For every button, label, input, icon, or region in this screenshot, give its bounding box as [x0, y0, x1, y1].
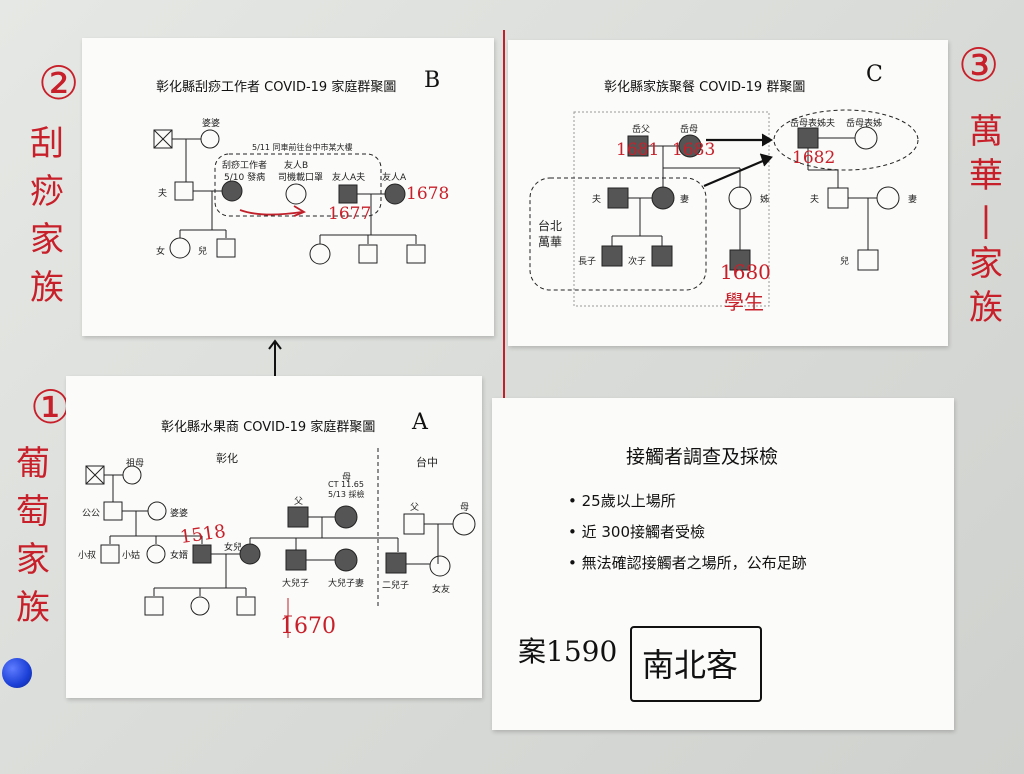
a-region-left: 彰化 [216, 452, 238, 465]
a-region-right: 台中 [416, 456, 438, 469]
c-label-sister: 姊 [760, 195, 770, 205]
a-label-son-in-law: 女婿 [170, 551, 189, 561]
c-label-cousin-husband: 岳母表姊夫 [790, 119, 836, 129]
c-label-cousin: 岳母表姊 [846, 119, 883, 129]
b-handwritten-1677: 1677 [328, 204, 372, 224]
b-handwritten-1678: 1678 [406, 184, 450, 204]
b-label-daughter: 女 [156, 247, 166, 257]
circled-number-3: ③ [958, 38, 1000, 92]
circled-number-1: ① [30, 380, 72, 434]
sheet-diagram-b: 彰化縣刮痧工作者 COVID-19 家庭群聚圖 B [82, 38, 494, 336]
b-label-husband: 夫 [158, 189, 168, 199]
a-label-second-son: 二兒子 [382, 581, 410, 591]
b-event-note: 5/11 同車前往台中市某大樓 [252, 143, 353, 152]
b-label-son: 兒 [198, 247, 208, 257]
sheet-diagram-c: 彰化縣家族聚餐 COVID-19 群聚圖 C [508, 40, 948, 346]
margin-text-left-bottom: 葡 萄 家 族 [16, 444, 50, 628]
a-label-daughter: 女兒 [224, 543, 243, 553]
margin-text-right: 萬 華 | 家 族 [969, 112, 1003, 328]
a-label-uncle: 小叔 [78, 551, 97, 561]
a-label-father-in-law: 公公 [82, 509, 101, 519]
a-label-father: 父 [294, 497, 304, 507]
up-arrow-icon [268, 339, 282, 376]
a-label-grandmother: 祖母 [126, 459, 145, 469]
b-label-worker-note: 5/10 發病 [224, 173, 266, 183]
b-label-friend-b: 友人B [284, 161, 309, 171]
b-label-worker: 刮痧工作者 [222, 161, 268, 171]
diagram-a-pedigree [85, 448, 476, 638]
b-label-friend-a: 友人A [382, 173, 407, 183]
c-label-r-husband: 夫 [810, 195, 820, 205]
circled-number-2: ② [38, 56, 80, 110]
margin-text-left-top: 刮 痧 家 族 [30, 124, 64, 308]
c-label-wife-mother: 岳母 [680, 125, 699, 135]
push-pin-icon [2, 658, 32, 688]
c-handwritten-1681: 1681 [616, 140, 660, 160]
diagram-c-letter: C [866, 62, 883, 87]
a-label-eldest-son: 大兒子 [282, 579, 310, 589]
contact-bullet-list: • 25歲以上場所 • 近 300接觸者受檢 • 無法確認接觸者之場所，公布足跡 [568, 490, 807, 573]
a-label-mother: 母 [342, 473, 352, 483]
contact-handwritten-boxed: 南北客 [642, 646, 739, 684]
b-label-mother-in-law: 婆婆 [202, 119, 221, 129]
diagram-b-title: 彰化縣刮痧工作者 COVID-19 家庭群聚圖 [156, 80, 397, 95]
sheet-diagram-a: 彰化縣水果商 COVID-19 家庭群聚圖 A 彰化 台中 [66, 376, 482, 698]
handwritten-box [630, 626, 762, 702]
c-label-elder-son: 長子 [578, 257, 597, 267]
c-label-wife-father: 岳父 [632, 125, 651, 135]
sheet-contact-investigation: 接觸者調查及採檢 • 25歲以上場所 • 近 300接觸者受檢 • 無法確認接觸… [492, 398, 954, 730]
b-label-friend-b-note: 司機載口罩 [278, 173, 324, 183]
diagram-c-pedigree [529, 109, 919, 307]
bullet-item: • 近 300接觸者受檢 [568, 523, 706, 541]
c-handwritten-1683: 1683 [672, 140, 716, 160]
diagram-c-title: 彰化縣家族聚餐 COVID-19 群聚圖 [604, 80, 806, 95]
diagram-b-letter: B [424, 68, 441, 93]
a-label-mother-in-law: 婆婆 [170, 509, 189, 519]
diagram-a-letter: A [412, 410, 428, 435]
c-label-group: 台北 萬華 [538, 219, 563, 249]
c-label-second-son: 次子 [628, 257, 647, 267]
diagram-b-pedigree [153, 129, 426, 265]
a-label-aunt: 小姑 [122, 551, 141, 561]
bullet-item: • 25歲以上場所 [568, 492, 676, 510]
c-label-r-wife: 妻 [908, 195, 918, 205]
b-label-friend-a-husband: 友人A夫 [332, 173, 366, 183]
c-handwritten-1680: 1680 [720, 260, 771, 284]
a-label-girlfriend: 女友 [432, 585, 451, 595]
c-label-wife: 妻 [680, 195, 690, 205]
a-label-tc-mother: 母 [460, 503, 470, 513]
c-label-r-son: 兒 [840, 257, 850, 267]
diagram-a-title: 彰化縣水果商 COVID-19 家庭群聚圖 [161, 420, 376, 435]
contact-handwritten-case: 案1590 [518, 635, 618, 668]
red-divider-line [503, 30, 505, 630]
c-handwritten-student: 學生 [724, 290, 764, 314]
a-handwritten-1670: 1670 [280, 614, 336, 639]
contact-title: 接觸者調查及採檢 [626, 446, 779, 468]
c-handwritten-1682: 1682 [792, 148, 836, 168]
a-label-eldest-son-wife: 大兒子妻 [328, 579, 365, 589]
bullet-item: • 無法確認接觸者之場所，公布足跡 [568, 554, 807, 572]
a-label-mother-note: CT 11.65 5/13 採檢 [328, 480, 365, 499]
a-label-tc-father: 父 [410, 503, 420, 513]
c-label-husband: 夫 [592, 195, 602, 205]
